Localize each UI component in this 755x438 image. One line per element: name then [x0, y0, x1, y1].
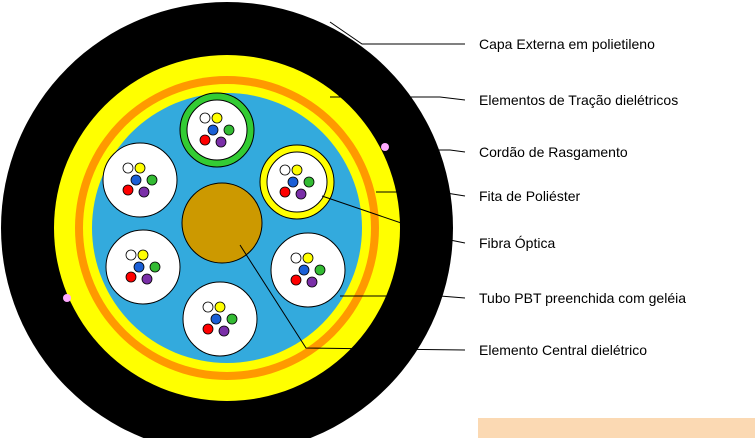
ripcord-marker: [381, 143, 389, 151]
optical-fiber-dot: [291, 164, 303, 176]
optical-fiber-dot: [279, 186, 291, 198]
label-strength-members: Elementos de Tração dielétricos: [479, 92, 678, 108]
leader-fiber: [321, 195, 466, 244]
bottom-caption-box: [478, 418, 755, 438]
label-optical-fiber: Fibra Óptica: [479, 235, 555, 251]
optical-fiber-dot: [130, 174, 142, 186]
optical-fiber-dot: [125, 249, 137, 261]
optical-fiber-dot: [226, 313, 238, 325]
leader-lines: [239, 21, 466, 351]
optical-fiber-dot: [146, 174, 158, 186]
optical-fiber-dot: [303, 176, 315, 188]
optical-fiber-dot: [141, 273, 153, 285]
optical-fiber-dot: [122, 162, 134, 174]
optical-fiber-dot: [138, 186, 150, 198]
leader-ripcord: [388, 149, 466, 153]
optical-fiber-dot: [314, 264, 326, 276]
optical-fiber-dot: [295, 188, 307, 200]
optical-fiber-dot: [137, 249, 149, 261]
optical-fiber-dot: [211, 112, 223, 124]
optical-fiber-dot: [202, 301, 214, 313]
optical-fiber-dot: [306, 276, 318, 288]
optical-fiber-dot: [125, 271, 137, 283]
optical-fiber-dot: [287, 176, 299, 188]
optical-fiber-dot: [199, 134, 211, 146]
optical-fiber-dot: [290, 252, 302, 264]
optical-fiber-dot: [279, 164, 291, 176]
optical-fiber-dot: [210, 313, 222, 325]
leader-tape: [376, 191, 466, 197]
optical-fiber-dot: [199, 112, 211, 124]
leader-strength: [330, 96, 466, 101]
leader-outer-jacket: [329, 21, 465, 45]
optical-fiber-dot: [149, 261, 161, 273]
ripcord-marker: [63, 294, 71, 302]
label-central-member: Elemento Central dielétrico: [479, 342, 647, 358]
optical-fiber-dot: [122, 184, 134, 196]
optical-fiber-dot: [223, 124, 235, 136]
leader-central: [239, 244, 466, 351]
optical-fiber-dot: [202, 323, 214, 335]
optical-fiber-dot: [214, 301, 226, 313]
optical-fiber-dot: [218, 325, 230, 337]
label-ripcord: Cordão de Rasgamento: [479, 144, 628, 160]
leader-pbt-tube: [340, 295, 466, 299]
optical-fiber-dot: [290, 274, 302, 286]
optical-fiber-dot: [215, 136, 227, 148]
optical-fiber-dot: [302, 252, 314, 264]
fiber-dots: [122, 112, 326, 337]
optical-fiber-dot: [207, 124, 219, 136]
label-pbt-tube: Tubo PBT preenchida com geléia: [479, 290, 686, 306]
optical-fiber-dot: [134, 162, 146, 174]
label-polyester-tape: Fita de Poliéster: [479, 188, 580, 204]
optical-fiber-dot: [133, 261, 145, 273]
central-member: [181, 182, 263, 264]
optical-fiber-dot: [298, 264, 310, 276]
label-outer-jacket: Capa Externa em polietileno: [479, 36, 655, 52]
